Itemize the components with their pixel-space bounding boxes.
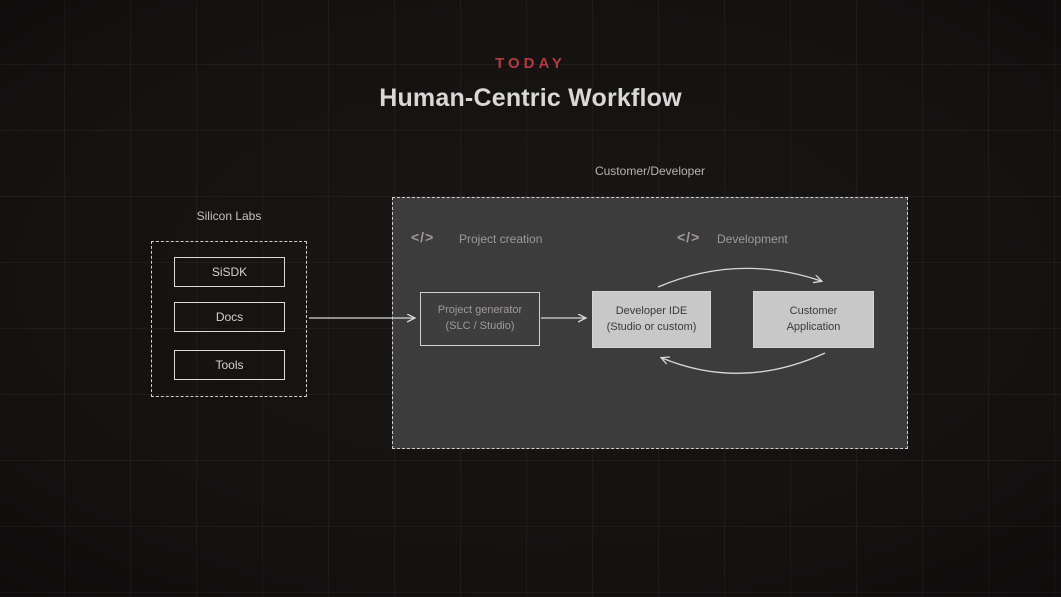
- project-generator-box: Project generator (SLC / Studio): [420, 292, 540, 346]
- developer-ide-box: Developer IDE (Studio or custom): [592, 291, 711, 348]
- section-label-development: Development: [717, 232, 788, 246]
- silicon-labs-group: [151, 241, 307, 397]
- sisdk-box: SiSDK: [174, 257, 285, 287]
- kicker-today: TODAY: [495, 55, 566, 72]
- code-icon: </>: [411, 229, 435, 245]
- docs-box: Docs: [174, 302, 285, 332]
- section-label-project-creation: Project creation: [459, 232, 543, 246]
- customer-developer-label: Customer/Developer: [594, 164, 706, 178]
- tools-box: Tools: [174, 350, 285, 380]
- page-title: Human-Centric Workflow: [379, 84, 682, 112]
- silicon-labs-label: Silicon Labs: [196, 209, 262, 223]
- customer-application-box: Customer Application: [753, 291, 874, 348]
- code-icon: </>: [677, 229, 701, 245]
